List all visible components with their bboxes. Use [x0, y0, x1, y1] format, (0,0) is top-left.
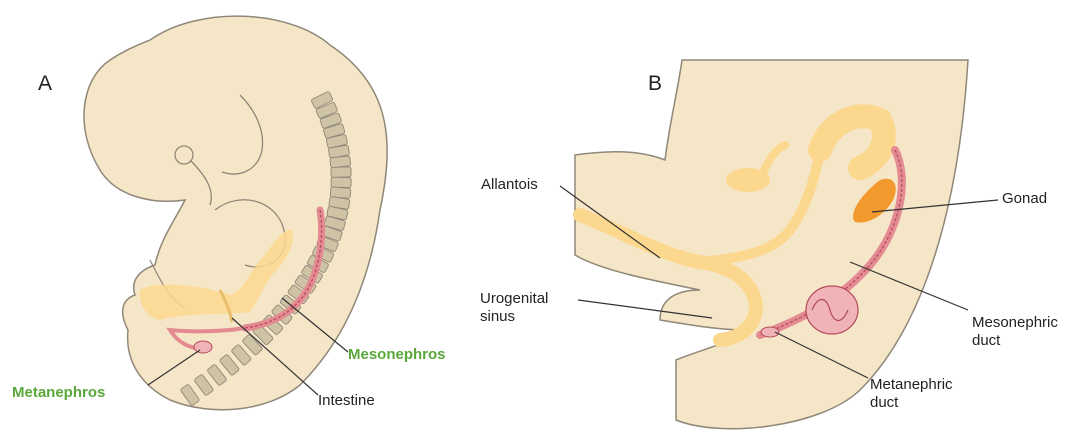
- label-metanephric-duct: Metanephric duct: [870, 376, 953, 412]
- somite: [331, 177, 351, 187]
- label-urogenital-sinus: Urogenital sinus: [480, 290, 548, 326]
- label-mesonephric-duct: Mesonephric duct: [972, 314, 1058, 350]
- label-gonad: Gonad: [1002, 190, 1047, 208]
- panel-label-a: A: [38, 72, 52, 96]
- vesicle: [726, 168, 770, 192]
- label-mesonephros: Mesonephros: [348, 346, 446, 364]
- label-metanephros: Metanephros: [12, 384, 105, 402]
- somite: [331, 167, 351, 178]
- label-intestine: Intestine: [318, 392, 375, 410]
- somite: [330, 156, 351, 168]
- label-allantois: Allantois: [481, 176, 538, 194]
- panel-label-b: B: [648, 72, 662, 96]
